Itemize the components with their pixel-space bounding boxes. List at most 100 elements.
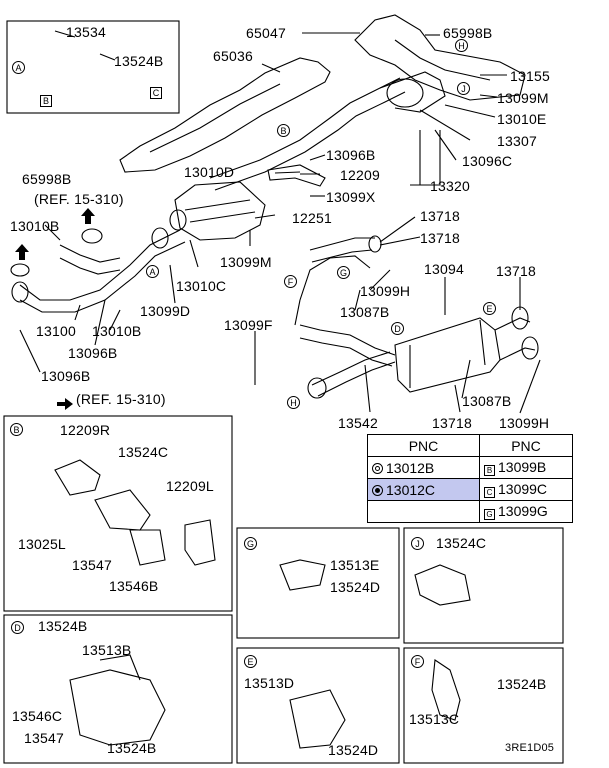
detail-g-title: G xyxy=(244,537,257,550)
pnc-row-left-empty xyxy=(367,500,480,523)
part-13524B-f: 13524B xyxy=(497,676,547,692)
arrow-up-1 xyxy=(81,208,95,224)
callout-a: A xyxy=(146,265,159,278)
part-13087B: 13087B xyxy=(340,304,390,320)
heat-shield-65036 xyxy=(119,57,331,173)
part-13547: 13547 xyxy=(72,557,112,573)
part-65036: 65036 xyxy=(213,48,253,64)
callout-j: J xyxy=(457,82,470,95)
detail-e-title: E xyxy=(244,655,257,668)
detail-e-frame xyxy=(236,647,400,764)
part-13513E: 13513E xyxy=(330,557,380,573)
detail-a-frame xyxy=(6,20,180,114)
pnc-row-left: 13012B xyxy=(367,456,480,479)
part-13096B-2: 13096B xyxy=(68,345,118,361)
part-13010B-2: 13010B xyxy=(92,323,142,339)
part-12209L: 12209L xyxy=(166,478,214,494)
part-13524C-j: 13524C xyxy=(436,535,487,551)
part-13099F: 13099F xyxy=(224,317,273,333)
part-13099D: 13099D xyxy=(140,303,191,319)
detail-b-frame xyxy=(3,415,233,612)
part-13155: 13155 xyxy=(510,68,550,84)
part-13010E: 13010E xyxy=(497,111,547,127)
part-13010C: 13010C xyxy=(176,278,227,294)
part-13534: 13534 xyxy=(66,24,106,40)
callout-h: H xyxy=(455,39,468,52)
callout-e: E xyxy=(483,302,496,315)
ring-washer-icon xyxy=(372,462,383,474)
main-muffler xyxy=(394,317,501,393)
pnc-header-right: PNC xyxy=(479,434,573,457)
part-12209R: 12209R xyxy=(60,422,111,438)
ref-15-310-mid: (REF. 15-310) xyxy=(76,391,166,407)
callout-f: F xyxy=(284,275,297,288)
catalytic-converter xyxy=(174,181,266,241)
part-12209: 12209 xyxy=(340,167,380,183)
detail-j-title: J xyxy=(411,537,424,550)
callout-b-square: B xyxy=(40,95,52,107)
callout-b: B xyxy=(277,124,290,137)
part-13099M: 13099M xyxy=(497,90,549,106)
part-13099M-2: 13099M xyxy=(220,254,272,270)
callout-h-2: H xyxy=(287,396,300,409)
part-13524B-d2: 13524B xyxy=(107,740,157,756)
heat-shield-65047 xyxy=(354,14,526,101)
part-13096B-3: 13096B xyxy=(41,368,91,384)
front-pipe-13100 xyxy=(19,229,181,301)
part-13718-a: 13718 xyxy=(420,208,460,224)
callout-d: D xyxy=(391,322,404,335)
part-13718-c: 13718 xyxy=(496,263,536,279)
part-13099X: 13099X xyxy=(326,189,376,205)
part-13524C: 13524C xyxy=(118,444,169,460)
callout-c-square: C xyxy=(150,87,162,99)
part-13718-b: 13718 xyxy=(420,230,460,246)
part-13099H: 13099H xyxy=(360,283,411,299)
bolt-g-icon: G xyxy=(484,509,495,520)
part-13524D-e: 13524D xyxy=(328,742,379,758)
detail-d-title: D xyxy=(11,621,24,634)
part-13513B: 13513B xyxy=(82,642,132,658)
callout-a-detail: A xyxy=(12,61,25,74)
part-13524B: 13524B xyxy=(114,53,164,69)
part-13524D: 13524D xyxy=(330,579,381,595)
part-13096B: 13096B xyxy=(326,147,376,163)
part-13513C: 13513C xyxy=(409,711,460,727)
part-65047: 65047 xyxy=(246,25,286,41)
detail-d-frame xyxy=(3,614,233,764)
part-13100: 13100 xyxy=(36,323,76,339)
part-13010B: 13010B xyxy=(10,218,60,234)
part-13307: 13307 xyxy=(497,133,537,149)
part-13546B: 13546B xyxy=(109,578,159,594)
nut-c-icon: C xyxy=(484,487,495,498)
part-13718-d: 13718 xyxy=(432,415,472,431)
part-65998B: 65998B xyxy=(443,25,493,41)
detail-j-frame xyxy=(403,527,564,644)
part-13094: 13094 xyxy=(424,261,464,277)
part-13546C: 13546C xyxy=(12,708,63,724)
part-13320: 13320 xyxy=(430,178,470,194)
arrow-up-2 xyxy=(15,244,29,260)
part-65998B-2: 65998B xyxy=(22,171,72,187)
detail-f-title: F xyxy=(411,655,424,668)
filled-washer-icon xyxy=(372,484,383,496)
part-13524B-d: 13524B xyxy=(38,618,88,634)
ref-15-310-top: (REF. 15-310) xyxy=(34,191,124,207)
part-13547-d: 13547 xyxy=(24,730,64,746)
pnc-row-left-highlighted[interactable]: 13012C xyxy=(367,478,480,501)
detail-b-title: B xyxy=(10,423,23,436)
part-13096C: 13096C xyxy=(462,153,513,169)
diagram-code: 3RE1D05 xyxy=(505,742,555,754)
pnc-header-left: PNC xyxy=(367,434,480,457)
arrow-right xyxy=(57,398,73,410)
detail-f-frame xyxy=(403,647,564,764)
part-13513D: 13513D xyxy=(244,675,295,691)
part-13087B-2: 13087B xyxy=(462,393,512,409)
part-13542: 13542 xyxy=(338,415,378,431)
callout-g: G xyxy=(337,266,350,279)
part-13099H-2: 13099H xyxy=(499,415,550,431)
